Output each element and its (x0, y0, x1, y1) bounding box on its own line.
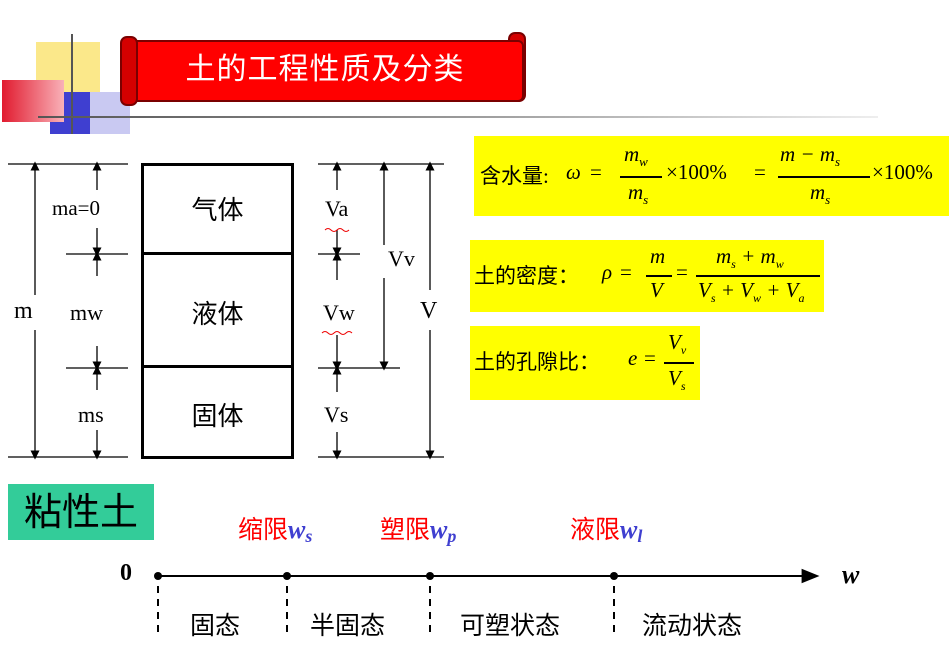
phase-solid-label: 固体 (191, 402, 244, 432)
state-flowing: 流动状态 (642, 611, 743, 640)
void-ratio-den-sub: s (680, 379, 686, 394)
void-ratio-num-sub: v (680, 343, 687, 358)
decor-red-block (2, 80, 64, 122)
plastic-limit-name: 塑限 (380, 515, 431, 544)
void-ratio-label: 土的孔隙比： (474, 350, 600, 374)
mass-solid-label: ms (78, 402, 104, 427)
phase-gas-label: 气体 (191, 196, 244, 226)
water-content-formula-box: 含水量: ω = mw ms ×100% = m − ms ms ×100% (474, 136, 949, 216)
shrinkage-limit-sub: s (305, 526, 313, 547)
axis-zero-label: 0 (120, 560, 132, 586)
liquid-limit-sub: l (637, 526, 643, 547)
shrinkage-limit-name: 缩限 (238, 515, 289, 544)
liquid-limit-name: 液限 (570, 515, 621, 544)
phase-liquid-label: 液体 (191, 300, 244, 330)
plastic-limit-symbol: w (430, 515, 448, 544)
void-ratio-symbol: e (628, 346, 638, 370)
density-formula-box: 土的密度： ρ = m V = ms + mw Vs + Vw + Va (470, 240, 824, 312)
page-title: 土的工程性质及分类 (185, 52, 465, 87)
state-plastic: 可塑状态 (460, 611, 561, 640)
density-frac2-den-sub3: a (798, 291, 805, 306)
void-ratio-num: V (668, 330, 681, 354)
plastic-limit: 塑限wp (380, 510, 456, 547)
axis-w-label: w (842, 560, 860, 589)
mass-water-label: mw (70, 300, 103, 325)
shrinkage-limit: 缩限ws (238, 510, 312, 547)
density-frac2-num-a: m (716, 244, 732, 268)
wc-frac1-num-sub: w (639, 154, 648, 170)
density-frac2-den-sub1: s (710, 291, 716, 306)
shrinkage-limit-symbol: w (288, 515, 306, 544)
density-frac2-den-sub2: w (753, 291, 762, 306)
density-frac2-den-mid1: + V (715, 278, 753, 302)
phase-divider-water-solid (141, 365, 294, 368)
void-ratio-den: V (668, 366, 681, 390)
liquid-limit: 液限wl (570, 510, 642, 547)
mass-air-label: ma=0 (52, 196, 100, 220)
density-frac2-den-a: V (698, 278, 711, 302)
state-semisolid: 半固态 (310, 611, 386, 640)
plastic-limit-sub: p (447, 526, 457, 547)
density-frac2-num-sub1: s (731, 257, 736, 272)
wc-frac2-den-sub: s (825, 192, 831, 208)
water-content-label: 含水量: (480, 164, 549, 188)
volume-voids-label: Vv (388, 246, 415, 271)
title-banner (126, 40, 524, 102)
density-frac2-num-plus: + m (735, 244, 776, 268)
phase-diagram-lines (8, 161, 444, 460)
wc-frac2-num: m − m (780, 142, 836, 166)
wc-factor1: ×100% (666, 160, 727, 184)
state-solid: 固态 (190, 611, 241, 640)
phase-box (141, 163, 294, 459)
density-frac1-den: V (650, 278, 663, 302)
density-label: 土的密度： (474, 264, 579, 288)
density-symbol: ρ (602, 260, 613, 284)
wc-frac2-num-sub: s (835, 154, 841, 170)
wc-frac2-den: m (810, 180, 826, 204)
banner-scroll-left (120, 36, 138, 106)
volume-solid-label: Vs (324, 402, 349, 427)
density-frac2-num-sub2: w (775, 257, 784, 272)
volume-total-label: V (420, 298, 438, 324)
liquid-limit-symbol: w (620, 515, 638, 544)
wc-factor2: ×100% (872, 160, 933, 184)
mass-total-label: m (14, 298, 33, 324)
wc-frac1-num: m (624, 142, 640, 166)
wc-frac1-den: m (628, 180, 644, 204)
volume-water-label: Vw (323, 300, 355, 325)
void-ratio-formula-box: 土的孔隙比： e = Vv Vs (470, 326, 700, 400)
density-frac1-num: m (650, 244, 666, 268)
phase-divider-air-water (141, 252, 294, 255)
decor-vertical-line (71, 34, 73, 134)
decor-horizontal-line (38, 116, 878, 118)
density-frac2-den-mid2: + V (761, 278, 799, 302)
water-content-symbol: ω (566, 160, 581, 184)
clay-soil-label: 粘性土 (8, 484, 154, 540)
volume-air-label: Va (325, 196, 349, 221)
moisture-axis (154, 568, 820, 638)
wc-frac1-den-sub: s (643, 192, 649, 208)
